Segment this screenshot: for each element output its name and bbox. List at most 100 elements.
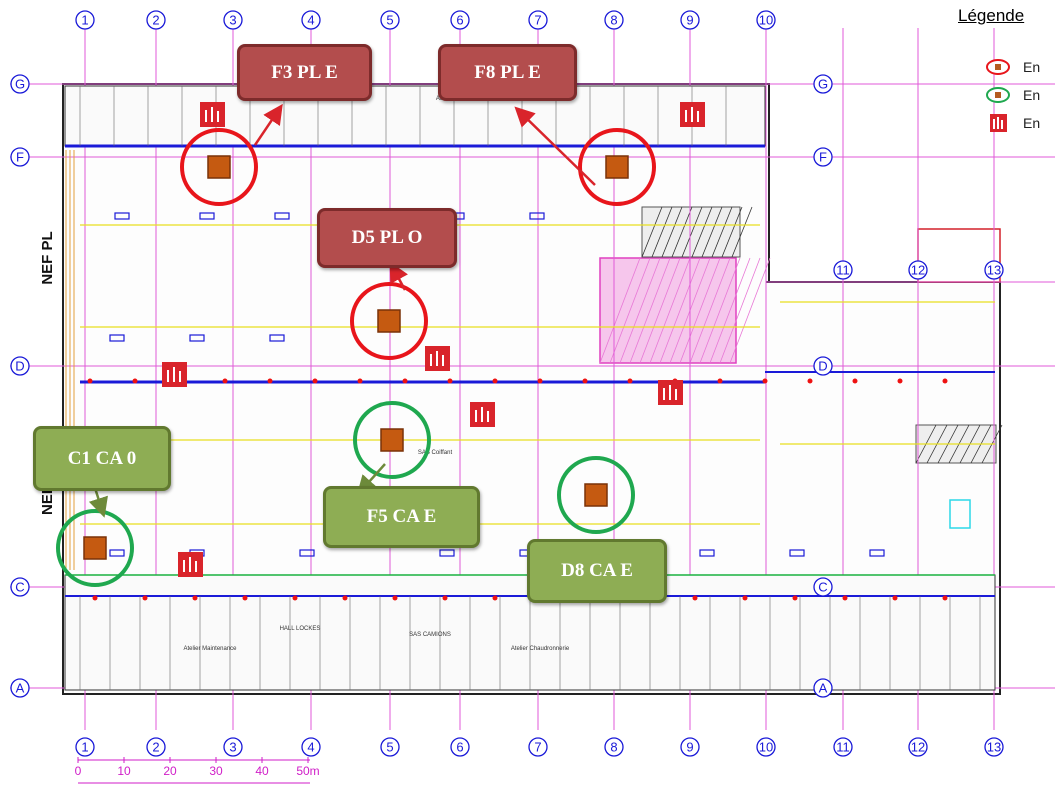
svg-text:5: 5 (386, 13, 393, 28)
legend-item-extinguisher: En (985, 113, 1040, 133)
fire-extinguisher-icon (178, 552, 203, 577)
safety-symbol (692, 595, 698, 601)
scale-tick-label: 20 (163, 764, 177, 778)
grid-axis-label: 10 (756, 737, 776, 757)
safety-symbol (222, 378, 228, 384)
callout-f3-pl-e[interactable]: F3 PL E (237, 44, 372, 101)
grid-axis-label: 10 (756, 10, 776, 30)
scale-tick-label: 40 (255, 764, 269, 778)
svg-text:1: 1 (81, 740, 88, 755)
safety-symbol (582, 378, 588, 384)
grid-axis-label: 6 (450, 737, 470, 757)
grid-axis-label: 4 (301, 10, 321, 30)
green-ring-marker-icon (986, 87, 1010, 103)
column-box (109, 334, 125, 342)
column-box (529, 212, 545, 220)
grid-axis-label: 5 (380, 10, 400, 30)
callout-arrow (514, 106, 596, 186)
sampling-markers (56, 128, 656, 587)
grid-axis-label: 11 (833, 260, 853, 280)
svg-text:9: 9 (686, 740, 693, 755)
callout-c1-ca-0[interactable]: C1 CA 0 (33, 426, 171, 491)
safety-symbol (742, 595, 748, 601)
grid-axis-label: 6 (450, 10, 470, 30)
grid-axis-label: F (813, 147, 833, 167)
green-ring-marker (557, 456, 635, 534)
grid-axis-label: 1 (75, 10, 95, 30)
room-label: SAS Coiffant (418, 450, 453, 456)
red-ring-marker (578, 128, 656, 206)
cyan-box (949, 499, 971, 529)
safety-symbol (717, 378, 723, 384)
safety-symbol (792, 595, 798, 601)
green-ring-marker (353, 401, 431, 479)
room-label: HALL LOCKES (280, 626, 321, 632)
hatch-line (679, 257, 721, 364)
grid-axis-label: F (10, 147, 30, 167)
hatch-line (681, 206, 703, 258)
callout-d5-pl-o[interactable]: D5 PL O (317, 208, 457, 268)
grid-axis-label: 1 (75, 737, 95, 757)
column-box (869, 549, 885, 557)
red-ring-marker (350, 282, 428, 360)
safety-symbol (942, 595, 948, 601)
grid-axis-label: 3 (223, 737, 243, 757)
red-ring-marker-icon (986, 59, 1010, 75)
hatch-line (609, 257, 651, 364)
svg-text:7: 7 (534, 740, 541, 755)
hatch-line (691, 206, 713, 258)
grid-axis-label: 13 (984, 260, 1004, 280)
svg-text:2: 2 (152, 13, 159, 28)
column-box (269, 334, 285, 342)
callout-d8-ca-e[interactable]: D8 CA E (527, 539, 667, 603)
red-ring-marker (180, 128, 258, 206)
grid-axis-label: 3 (223, 10, 243, 30)
callout-f8-pl-e[interactable]: F8 PL E (438, 44, 577, 101)
svg-text:12: 12 (911, 263, 925, 278)
grid-axis-label: C (813, 577, 833, 597)
svg-text:8: 8 (610, 13, 617, 28)
nave-label: NEF PL (39, 231, 56, 284)
hatch-line (719, 257, 761, 364)
grid-axis-label: 9 (680, 10, 700, 30)
legend-item-red: En (985, 58, 1040, 76)
legend-title: Légende (958, 6, 1025, 25)
safety-symbol (132, 378, 138, 384)
callout-f5-ca-e[interactable]: F5 CA E (323, 486, 480, 548)
svg-text:C: C (818, 580, 827, 595)
safety-symbol (292, 595, 298, 601)
hatch-line (619, 257, 661, 364)
fire-extinguisher-icon (990, 114, 1007, 132)
hatch-line (641, 206, 663, 258)
safety-symbol (392, 595, 398, 601)
scale-tick-label: 0 (75, 764, 82, 778)
svg-text:4: 4 (307, 740, 314, 755)
svg-text:2: 2 (152, 740, 159, 755)
svg-text:3: 3 (229, 13, 236, 28)
svg-text:1: 1 (81, 13, 88, 28)
hatch-line (659, 257, 701, 364)
room-label: Atelier Maintenance (183, 646, 237, 652)
svg-text:F: F (819, 150, 827, 165)
safety-symbol (342, 595, 348, 601)
fire-extinguisher-icon (680, 102, 705, 127)
room-label: Atelier Chaudronnerie (511, 646, 570, 652)
scale-tick-label: 30 (209, 764, 223, 778)
fire-extinguisher-icon (470, 402, 495, 427)
hatch-line (699, 257, 741, 364)
safety-symbol (402, 378, 408, 384)
svg-text:13: 13 (987, 740, 1001, 755)
grid-axis-label: 8 (604, 10, 624, 30)
hatch-line (731, 206, 753, 258)
safety-symbol (447, 378, 453, 384)
nave-label: NEF (39, 485, 56, 515)
hatch-line (729, 257, 771, 364)
fire-extinguisher-icon (425, 346, 450, 371)
callout-arrow (88, 487, 108, 518)
svg-text:11: 11 (836, 263, 850, 278)
fire-extinguisher-icon (162, 362, 187, 387)
safety-symbol (142, 595, 148, 601)
svg-text:10: 10 (759, 13, 773, 28)
svg-text:9: 9 (686, 13, 693, 28)
